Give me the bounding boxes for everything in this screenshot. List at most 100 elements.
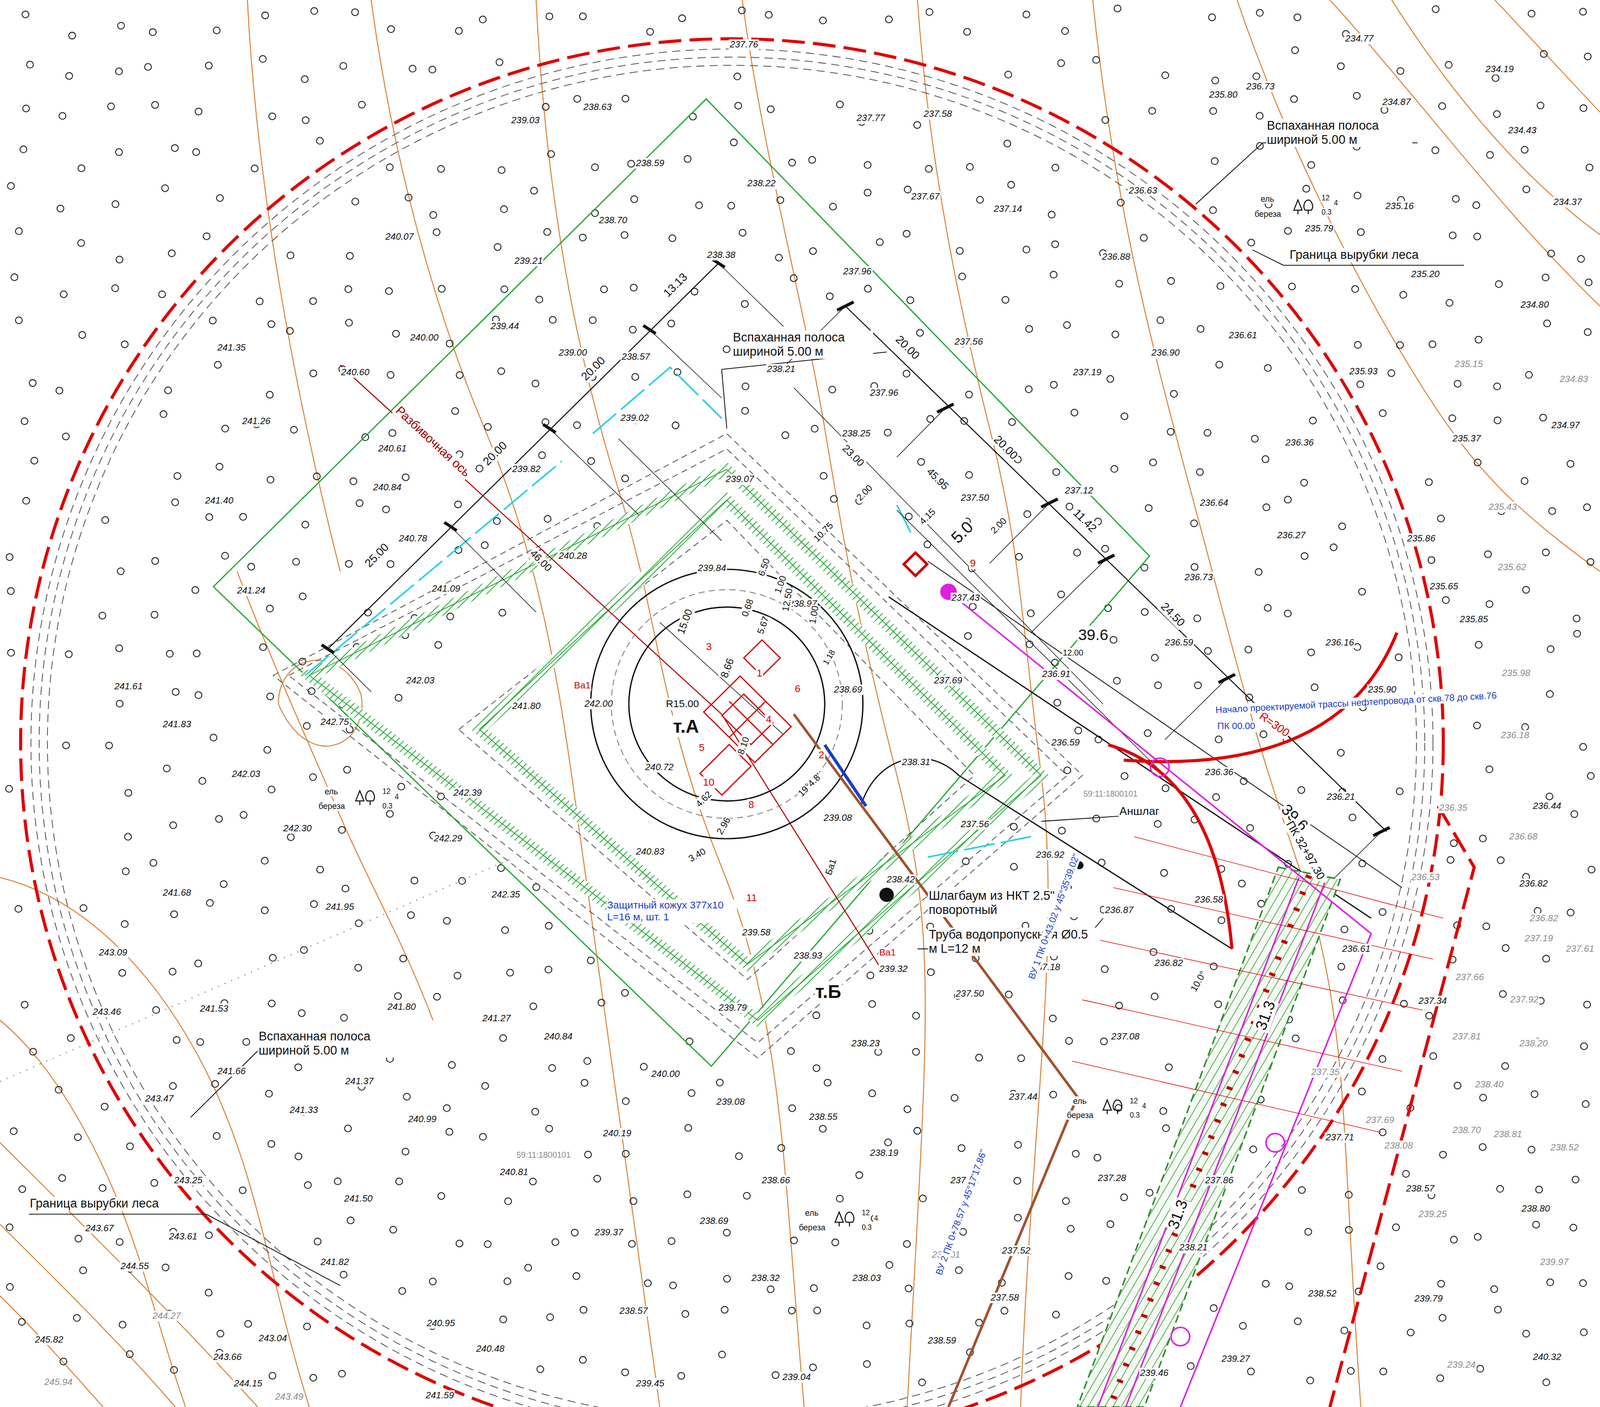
note-text: Разбивочная ось <box>392 403 474 481</box>
tree-dot <box>1579 105 1587 112</box>
elevation-mark: 236.58 <box>1194 894 1225 906</box>
tree-dot <box>169 1083 177 1090</box>
pipeline-corridor <box>1077 867 1341 1407</box>
elevation-mark: 237.66 <box>1454 972 1485 983</box>
tree-dot <box>345 560 353 568</box>
tree-dot <box>1051 241 1059 248</box>
tree-label: ель <box>804 1208 820 1219</box>
tree-dot <box>668 1237 675 1245</box>
tree-dot <box>1004 140 1011 148</box>
tree-dot <box>1396 341 1404 349</box>
tree-dot <box>1425 1012 1433 1020</box>
tree-dot <box>536 296 543 304</box>
elevation-mark: 239.08 <box>822 813 853 824</box>
tree-dot <box>242 1038 250 1046</box>
tree-dot <box>266 391 274 399</box>
tree-dot <box>151 557 159 565</box>
tree-dot <box>819 1125 827 1133</box>
tree-dot <box>621 231 628 239</box>
tree-dot <box>1585 278 1593 286</box>
tree-dot <box>1338 522 1346 530</box>
tree-dot <box>964 632 972 640</box>
tree-dot <box>669 1282 677 1290</box>
tree-dot <box>1211 77 1219 85</box>
elevation-mark: 241.68 <box>162 887 193 899</box>
tree-dot <box>718 1351 726 1359</box>
tree-dot <box>811 425 819 433</box>
elevation-mark: 236.63 <box>1127 185 1158 196</box>
tree-dot <box>216 1330 224 1338</box>
tree-dot <box>739 229 747 237</box>
dimension-value: 24.50 <box>1157 599 1188 631</box>
tree-dot <box>1473 722 1481 730</box>
tree-dot <box>738 6 746 14</box>
elevation-mark: 235.86 <box>1406 533 1437 544</box>
tree-dot <box>5 785 13 793</box>
tree-dot <box>407 911 415 919</box>
elevation-mark: 236.88 <box>1100 252 1132 263</box>
elevation-mark: 241.83 <box>162 719 193 730</box>
tree-dot <box>124 833 132 841</box>
elevation-mark: 239.79 <box>717 1002 748 1014</box>
tree-dot <box>116 700 124 708</box>
tree-dot <box>340 1271 348 1279</box>
tree-dot <box>622 1150 630 1158</box>
dimension-value: 1.18 <box>820 647 838 668</box>
tree-dot <box>117 568 125 575</box>
tree-dot <box>479 1133 487 1141</box>
elevation-mark: 241.24 <box>236 585 267 596</box>
tree-dot <box>1204 647 1212 655</box>
tree-dot <box>481 542 489 549</box>
tree-dot <box>1494 1306 1502 1314</box>
tree-dot <box>965 471 973 479</box>
tree-dot <box>1149 459 1157 467</box>
tree-dot <box>1486 151 1494 159</box>
tree-dot <box>351 8 359 16</box>
tree-dot <box>1396 788 1404 795</box>
tree-dot <box>221 552 229 560</box>
tree-dot <box>1348 814 1356 822</box>
tree-label: 12 <box>1320 194 1331 203</box>
tree-dot <box>781 431 789 439</box>
elevation-mark: 241.33 <box>288 1105 319 1116</box>
tree-dot <box>352 198 359 206</box>
tree-dot <box>1493 383 1501 390</box>
tree-dot <box>829 203 837 211</box>
dimension-value: 4.15 <box>916 505 939 528</box>
elevation-mark: 244.15 <box>232 1378 264 1390</box>
tree-dot <box>591 163 599 171</box>
tree-dot <box>1587 772 1595 780</box>
tree-dot <box>965 391 973 399</box>
dimension-value: 2.96 <box>713 815 733 838</box>
tree-dot <box>1071 409 1079 416</box>
tree-dot <box>1427 556 1435 564</box>
tree-dot <box>294 1153 302 1161</box>
tree-dot <box>1492 74 1500 82</box>
tree-dot <box>1290 95 1298 103</box>
elevation-mark: 242.30 <box>282 823 313 834</box>
tree-dot <box>631 373 639 381</box>
tree-dot <box>1437 1280 1445 1288</box>
tree-dot <box>864 285 872 293</box>
tree-dot <box>1049 1091 1057 1099</box>
elevation-mark: 237.19 <box>1523 933 1554 945</box>
tree-label: 4 <box>1141 1102 1148 1111</box>
tree-dot <box>343 766 351 774</box>
tree-dot <box>1005 71 1012 79</box>
tree-dot <box>1014 1214 1022 1222</box>
tree-dot <box>298 1010 306 1017</box>
elevation-mark: 237.08 <box>1110 1031 1141 1043</box>
elevation-mark: 245.94 <box>43 1377 74 1389</box>
tree-dot <box>1052 164 1059 172</box>
tree-dot <box>1449 231 1457 239</box>
tree-dot <box>1540 50 1548 58</box>
tree-label: 0.3 <box>1320 208 1333 217</box>
tree-dot <box>1496 1185 1504 1193</box>
tree-dot <box>1579 1279 1587 1287</box>
elevation-mark: 240.84 <box>543 1031 574 1043</box>
tree-dot <box>494 243 501 251</box>
tree-dot <box>1490 1285 1498 1293</box>
tree-dot <box>500 205 508 213</box>
elevation-mark: 239.03 <box>510 115 541 126</box>
